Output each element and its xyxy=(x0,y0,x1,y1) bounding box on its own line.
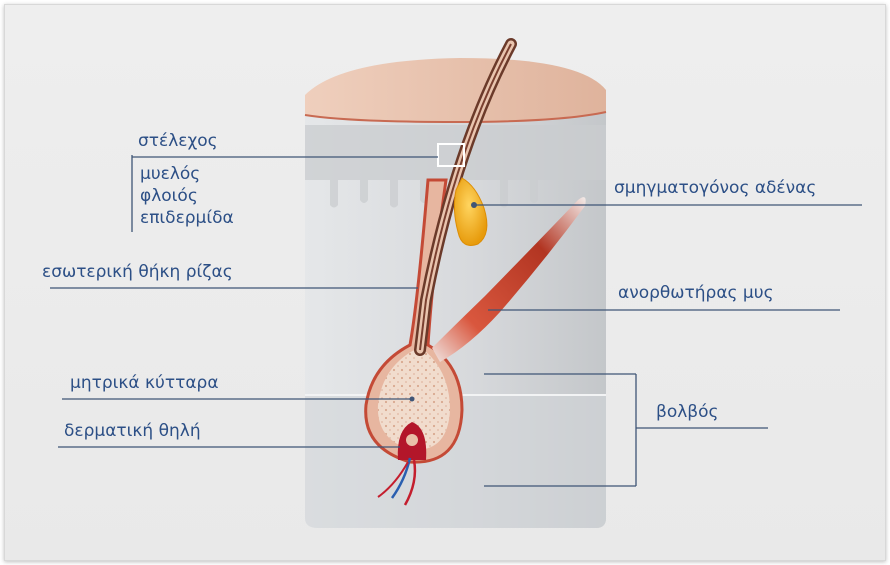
label-medulla: μυελός xyxy=(140,164,200,184)
label-cuticle: επιδερμίδα xyxy=(140,208,234,228)
label-inner-root-sheath: εσωτερική θήκη ρίζας xyxy=(42,262,233,282)
label-matrix-cells: μητρικά κύτταρα xyxy=(70,373,219,393)
label-cortex: φλοιός xyxy=(140,186,198,206)
skin-block xyxy=(305,58,606,528)
label-sebaceous-gland: σμηγματογόνος αδένας xyxy=(614,178,816,198)
label-bulb: βολβός xyxy=(656,402,719,422)
label-dermal-papilla: δερματική θηλή xyxy=(64,421,201,441)
label-shaft: στέλεχος xyxy=(138,131,218,151)
label-arrector-muscle: ανορθωτήρας μυς xyxy=(618,283,774,303)
